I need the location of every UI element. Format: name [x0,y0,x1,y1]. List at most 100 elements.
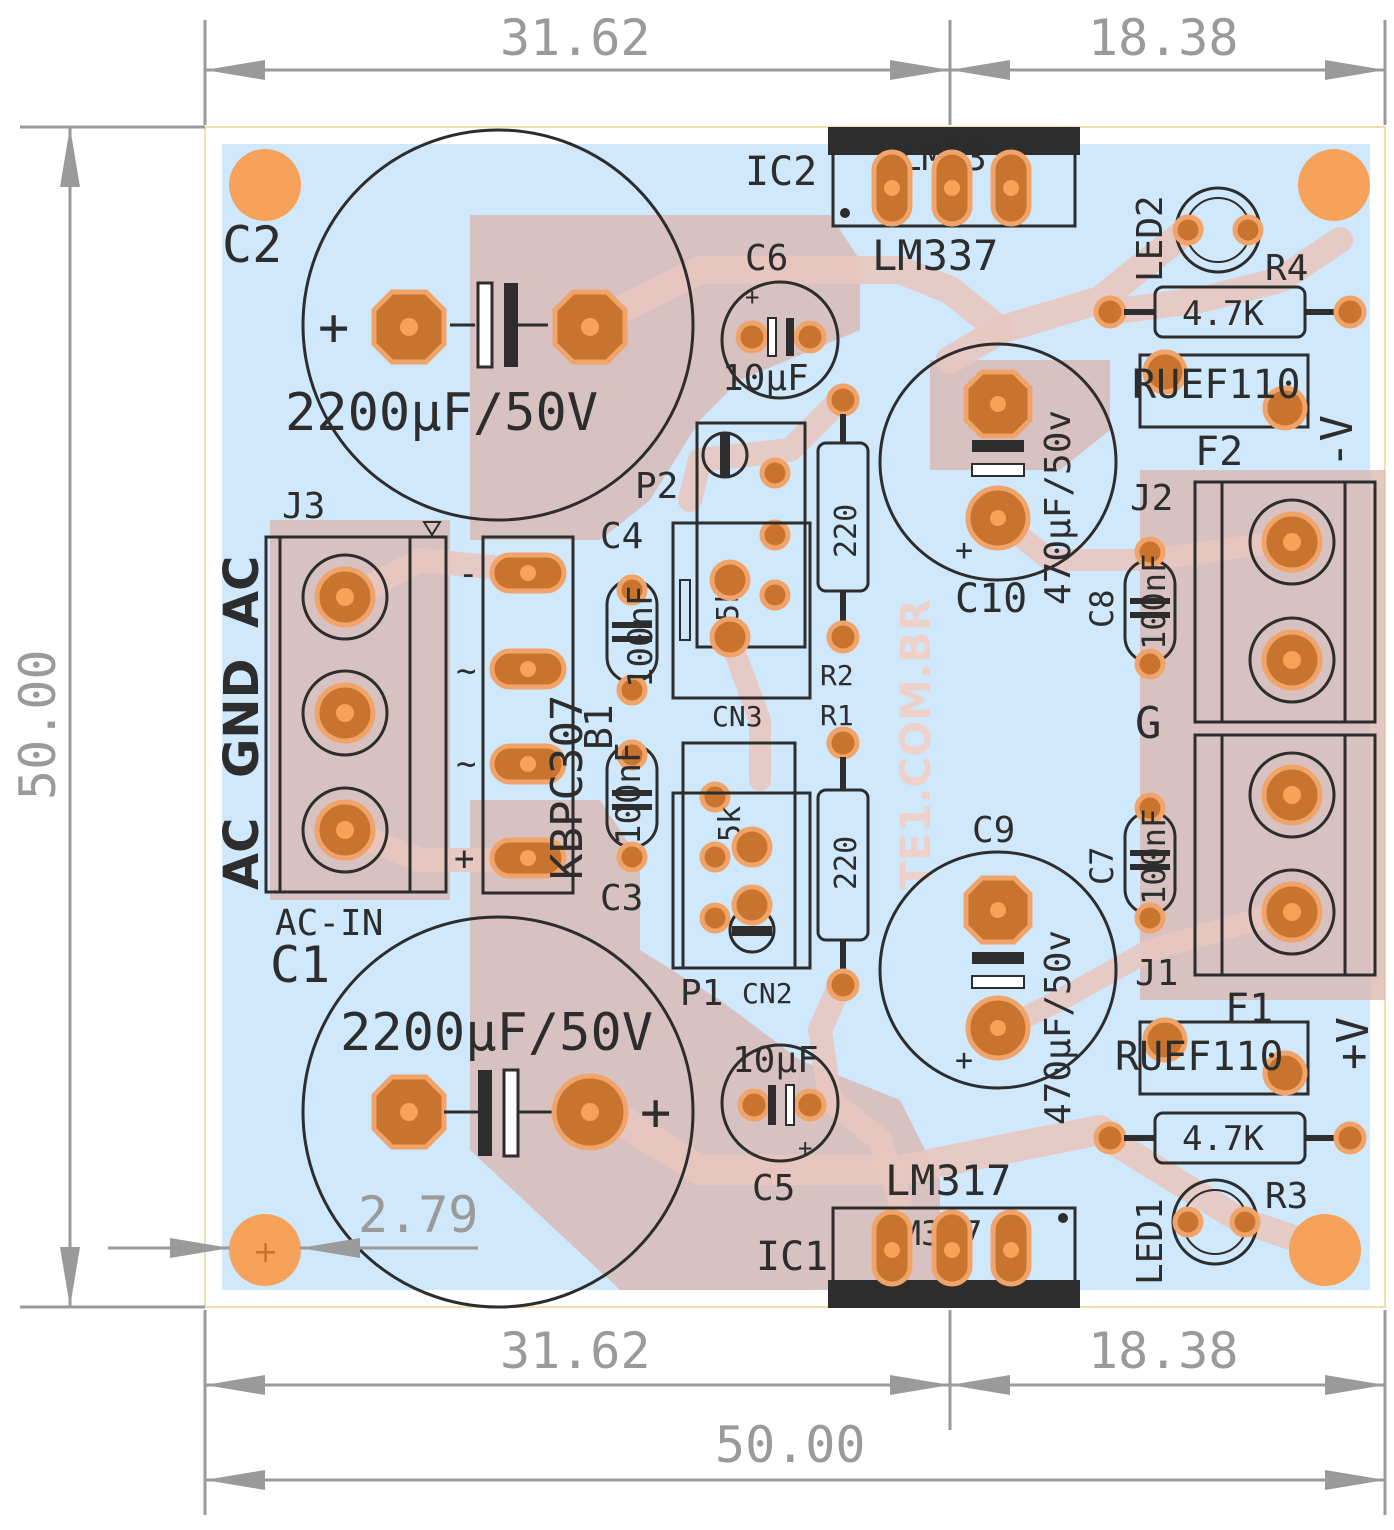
j3-pin-ac-bottom: AC [214,818,270,890]
c8-value: 100nF [1135,554,1173,650]
c5-ref: C5 [752,1168,795,1209]
connector-cn2: CN2 [671,791,812,1010]
ic2-ref: IC2 [745,149,817,195]
j3-ref: J3 [282,486,325,527]
c1-ref: C1 [270,936,330,994]
b1-pin-minus: - [458,554,478,594]
j3-pin-gnd: GND [214,659,270,778]
ic2-value: LM337 [872,231,998,280]
capacitor-c6: C6 + 10µF [720,238,840,400]
ic1-ref: IC1 [756,1234,828,1280]
r3-ref: R3 [1265,1176,1308,1217]
f2-value: RUEF110 [1132,362,1301,408]
dim-top-left: 31.62 [500,9,651,67]
r1-value: 220 [829,836,864,890]
capacitor-c4: C4 100nF [600,516,661,706]
fuse-f1: F1 RUEF110 +V [1115,986,1379,1096]
c9-value: 470µF/50v [1038,930,1079,1125]
capacitor-c8: 100nF C8 [1083,536,1177,680]
dim-bottom-left: 31.62 [500,1322,651,1380]
led1-ref: LED1 [1130,1198,1171,1285]
p2-ref: P2 [635,466,678,507]
dim-top-right: 18.38 [1088,9,1239,67]
ic1-value: LM317 [885,1156,1011,1205]
led2-ref: LED2 [1130,195,1171,282]
dim-bottom-right: 18.38 [1088,1322,1239,1380]
output-neg-v: -V [1312,415,1363,468]
dim-bottom-total: 50.00 [715,1416,866,1474]
b1-ref: B1 [577,704,621,750]
f2-ref: F2 [1195,429,1243,475]
c1-value: 2200µF/50V [340,1003,653,1063]
dim-hole-offset: 2.79 [358,1186,478,1244]
c4-ref: C4 [600,516,643,557]
c10-value: 470µF/50v [1038,410,1079,605]
c3-ref: C3 [600,878,643,919]
cn2-ref: CN2 [742,977,793,1010]
capacitor-c3: 100nF C3 [600,739,659,919]
c2-plus: + [318,298,349,358]
c10-ref: C10 [955,576,1027,622]
bridge-b1: - ~ ~ + KBPC307 B1 [454,535,621,895]
dim-left-total: 50.00 [9,649,67,800]
led-led2: LED2 [1130,186,1264,282]
r3-value: 4.7K [1182,1119,1264,1159]
r4-value: 4.7K [1182,294,1264,334]
resistor-r2: 220 R2 [816,383,870,692]
c9-plus: + [955,1043,973,1078]
capacitor-c2: C2 + 2200µF/50V [222,128,695,522]
c7-ref: C7 [1083,846,1121,885]
f1-value: RUEF110 [1115,1034,1284,1080]
c2-value: 2200µF/50V [285,383,598,443]
watermark: TE1.COM.BR [891,599,940,890]
b1-value: KBPC307 [542,695,593,880]
mounting-holes: + [229,149,1370,1286]
c6-plus: + [745,283,759,311]
b1-pin-ac1: ~ [456,651,476,691]
hole-plus-mark: + [253,1235,278,1270]
b1-pin-ac2: ~ [456,744,476,784]
capacitor-c9: C9 + 470µF/50v [878,810,1118,1125]
capacitor-c5: 10µF + C5 [720,1040,840,1209]
output-pos-v: +V [1328,1017,1379,1070]
c8-ref: C8 [1083,589,1121,628]
r4-ref: R4 [1265,248,1308,289]
c4-value: 100nF [621,586,661,688]
capacitor-c1: C1 2200µF/50V + [270,915,695,1309]
capacitor-c7: 100nF C7 [1083,792,1177,934]
dimensions: 31.62 18.38 50.00 31.62 18.38 50.00 2.79 [9,9,1387,1515]
j2-ref: J2 [1130,478,1173,519]
capacitor-c10: + 470µF/50v C10 [878,342,1118,622]
j3-name: AC-IN [275,903,383,944]
resistor-r1: R1 220 [816,699,870,1002]
f1-ref: F1 [1225,986,1273,1032]
c5-value: 10µF [732,1040,819,1081]
terminal-j2: J2 [1130,478,1377,724]
r2-value: 220 [829,504,864,558]
r1-ref: R1 [820,699,854,732]
output-gnd: G [1135,698,1162,749]
j1-ref: J1 [1135,953,1178,994]
c6-ref: C6 [745,238,788,279]
p1-ref: P1 [680,973,723,1014]
resistor-r4: R4 4.7K [1093,248,1367,339]
fuse-f2: RUEF110 F2 -V [1132,349,1363,475]
b1-pin-plus: + [454,839,474,879]
terminal-j3: J3 AC GND AC AC-IN [214,486,448,944]
c6-value: 10µF [722,358,809,399]
j3-pin-ac-top: AC [214,556,270,628]
connector-cn3: CN3 [671,521,812,733]
r2-ref: R2 [820,659,854,692]
c3-value: 100nF [609,743,649,845]
c7-value: 100nF [1135,809,1173,905]
c10-plus: + [955,533,973,568]
c9-ref: C9 [972,810,1015,851]
led-led1: LED1 [1130,1178,1261,1285]
c1-plus: + [640,1083,671,1143]
resistor-r3: 4.7K R3 [1093,1111,1367,1217]
c5-plus: + [798,1134,812,1162]
cn3-ref: CN3 [712,700,763,733]
regulator-ic1: LM317 LM317 IC1 [756,1156,1080,1308]
regulator-ic2: IC2 LM337 LM337 [745,127,1080,280]
